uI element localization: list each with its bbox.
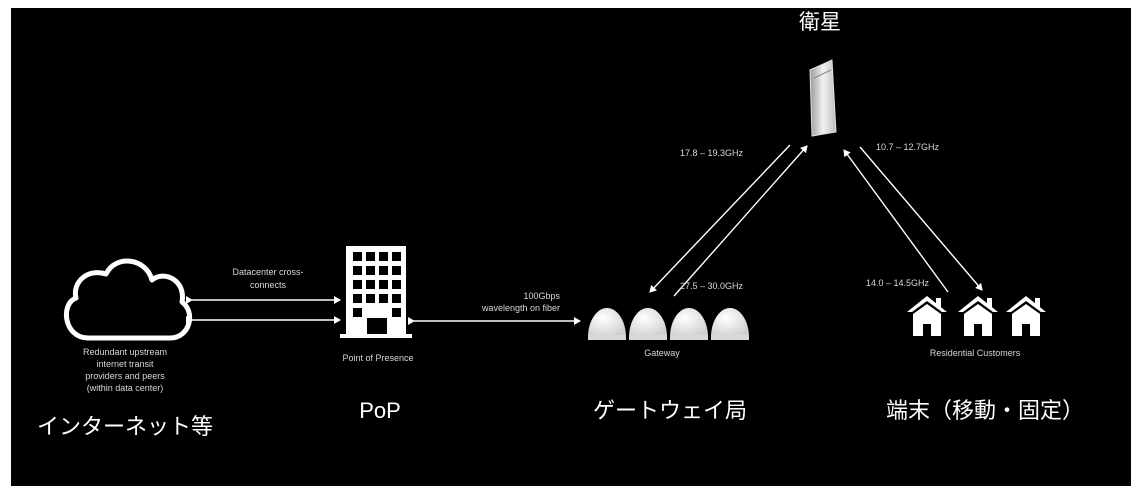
internet-caption-line-4: (within data center) <box>86 383 164 393</box>
gateway-uplink-frequency: 27.5 – 30.0GHz <box>680 281 744 291</box>
terminals-label: 端末（移動・固定） <box>885 398 1085 423</box>
connection-arrows <box>186 144 983 325</box>
internet-caption: Redundant upstream internet transit prov… <box>83 346 167 394</box>
fiber-label: 100Gbps wavelength on fiber <box>430 290 560 314</box>
user-downlink-frequency: 10.7 – 12.7GHz <box>876 142 940 152</box>
cross-connect-label: Datacenter cross- connects <box>232 266 303 292</box>
terminals-caption: Residential Customers <box>929 348 1021 358</box>
internet-caption-line-3: providers and peers <box>85 371 165 381</box>
user-uplink-frequency: 14.0 – 14.5GHz <box>866 278 930 288</box>
satellite-label: 衛星 <box>799 11 841 34</box>
antenna-dome-icon <box>588 308 749 340</box>
cloud-icon <box>64 258 193 341</box>
building-icon <box>340 246 412 338</box>
diagram-panel <box>11 8 1131 486</box>
gateway-label: ゲートウェイ局 <box>592 398 748 423</box>
gateway-downlink-arrow <box>649 144 791 293</box>
pop-label: PoP <box>359 398 401 423</box>
house-icon <box>907 296 1046 336</box>
fiber-label-line-2: wavelength on fiber <box>481 303 560 313</box>
internet-label: インターネット等 <box>37 414 214 439</box>
user-downlink-arrow <box>859 146 983 291</box>
cross-connect-label-line-2: connects <box>249 280 287 290</box>
satellite-icon <box>809 59 837 137</box>
user-uplink-arrow <box>843 149 949 293</box>
pop-caption: Point of Presence <box>342 353 414 363</box>
internet-caption-line-1: Redundant upstream <box>82 347 168 357</box>
internet-caption-line-2: internet transit <box>96 359 154 369</box>
cross-connect-label-line-1: Datacenter cross- <box>232 267 304 277</box>
gateway-caption: Gateway <box>644 348 680 358</box>
gateway-downlink-frequency: 17.8 – 19.3GHz <box>680 148 744 158</box>
gateway-uplink-arrow <box>673 145 808 297</box>
fiber-label-line-1: 100Gbps <box>523 291 560 301</box>
